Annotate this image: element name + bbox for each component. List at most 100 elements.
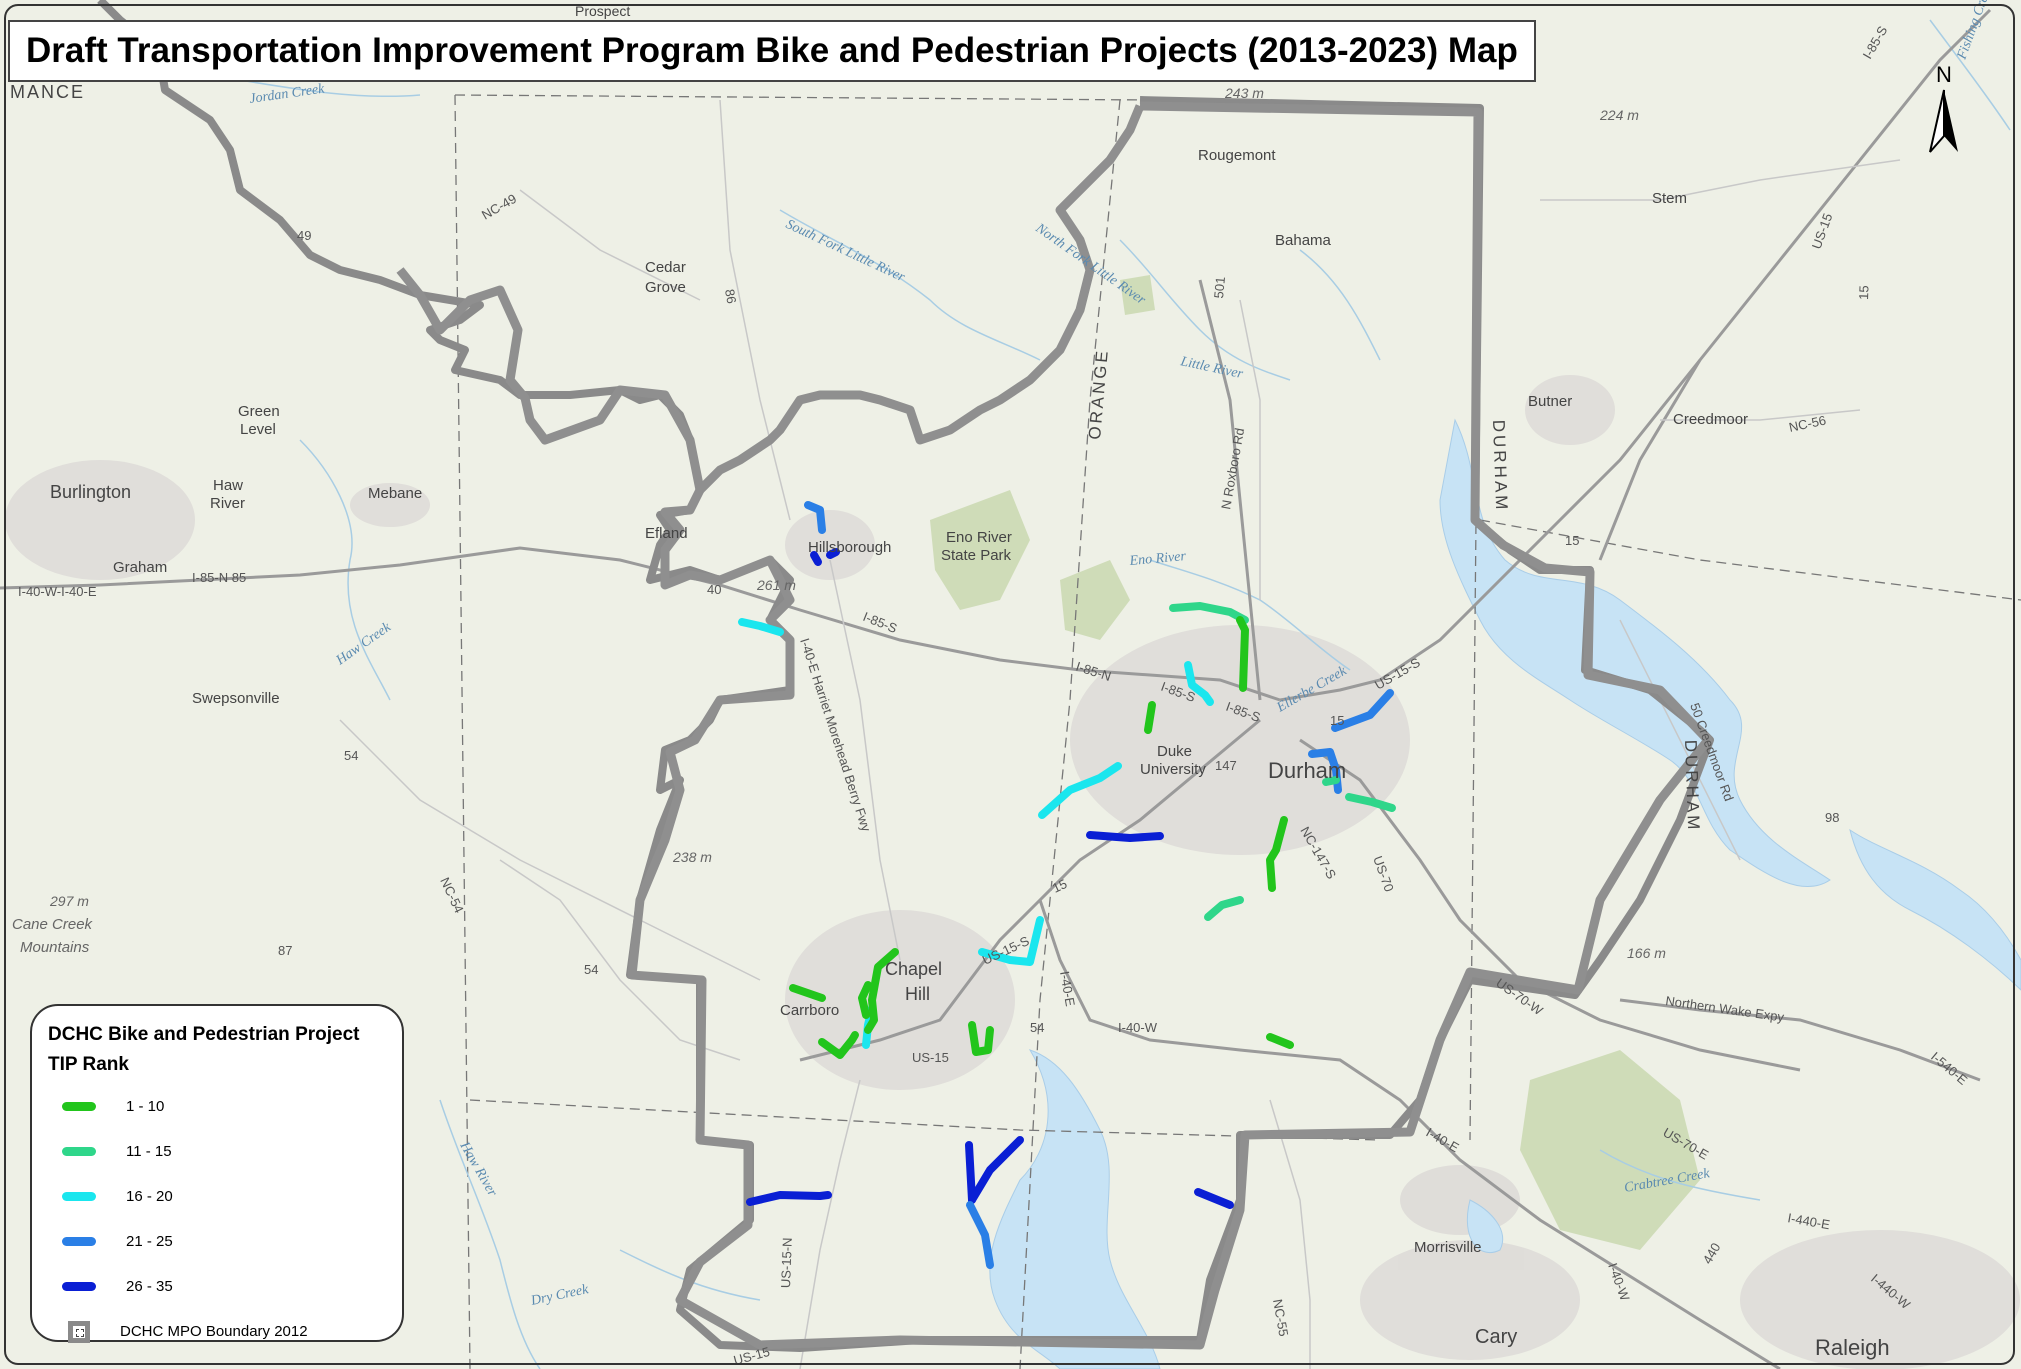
county-line-durham-east bbox=[1469, 107, 1481, 1141]
project-rank-16-20 bbox=[1038, 762, 1122, 819]
label-chapel: Chapel bbox=[885, 959, 942, 979]
label-501: 501 bbox=[1211, 276, 1228, 299]
label-creedmoor: Creedmoor bbox=[1673, 411, 1748, 428]
north-arrow-icon: N bbox=[1929, 62, 1958, 153]
legend-item-rank-1-10: 1 - 10 bbox=[48, 1084, 386, 1129]
project-rank-16-20 bbox=[1184, 661, 1214, 706]
project-rank-26-35 bbox=[1086, 831, 1164, 842]
stream-10 bbox=[1299, 249, 1381, 361]
label-147: 147 bbox=[1215, 758, 1237, 773]
elevation-labels: 243 m 224 m 261 m 238 m 297 m 166 m bbox=[49, 85, 1666, 961]
label-cary: Cary bbox=[1475, 1326, 1517, 1348]
falls-lake bbox=[1439, 418, 1831, 888]
label-stem: Stem bbox=[1652, 190, 1687, 207]
label-carrboro: Carrboro bbox=[780, 1002, 839, 1019]
label-elev-166: 166 m bbox=[1627, 945, 1666, 961]
minor-road-3 bbox=[829, 559, 901, 961]
label-eno-river: Eno River bbox=[946, 529, 1012, 546]
project-rank-26-35 bbox=[968, 1136, 1024, 1204]
legend-title-line1: DCHC Bike and Pedestrian Project bbox=[48, 1024, 360, 1045]
north-arrow: N bbox=[1920, 60, 1968, 161]
label-hill: Hill bbox=[905, 984, 930, 1004]
map-title: Draft Transportation Improvement Program… bbox=[26, 31, 1518, 70]
lake-3 bbox=[1466, 1199, 1504, 1253]
label-rougemont: Rougemont bbox=[1198, 147, 1276, 164]
road-i85-i40-west bbox=[0, 546, 1281, 702]
project-rank-21-25 bbox=[804, 501, 826, 534]
minor-road-2 bbox=[519, 189, 701, 301]
legend-swatch-16-20 bbox=[62, 1192, 96, 1201]
label-87: 87 bbox=[278, 943, 292, 958]
project-rank-1-10 bbox=[858, 981, 872, 1019]
legend-item-rank-21-25: 21 - 25 bbox=[48, 1219, 386, 1264]
major-roads bbox=[0, 8, 1992, 1369]
county-line-orange-durham bbox=[1019, 99, 1121, 1369]
legend-label-16-20: 16 - 20 bbox=[126, 1188, 173, 1205]
park-small bbox=[1120, 275, 1155, 315]
urban-morrisville bbox=[1400, 1165, 1520, 1235]
urban-butner bbox=[1525, 375, 1615, 445]
legend-swatch-11-15 bbox=[62, 1147, 96, 1156]
label-49: 49 bbox=[297, 228, 311, 243]
map-title-box: Draft Transportation Improvement Program… bbox=[8, 20, 1536, 82]
project-rank-1-10 bbox=[1266, 1033, 1294, 1049]
label-i40w-s: I-40-W bbox=[1118, 1020, 1158, 1035]
legend-label-1-10: 1 - 10 bbox=[126, 1098, 165, 1115]
label-elev-238: 238 m bbox=[672, 849, 712, 865]
jordan-lake bbox=[989, 1049, 1161, 1369]
north-arrow-label: N bbox=[1936, 62, 1952, 87]
label-prospect: Prospect bbox=[575, 3, 630, 19]
project-rank-26-35 bbox=[810, 551, 822, 566]
label-eno-river-water: Eno River bbox=[1128, 549, 1187, 569]
urban-durham bbox=[1070, 625, 1410, 855]
project-rank-1-10 bbox=[864, 948, 899, 1034]
label-elev-243: 243 m bbox=[1224, 85, 1264, 101]
road-butner bbox=[1598, 359, 1702, 561]
project-rank-11-15 bbox=[1345, 793, 1396, 812]
label-durham-city: Durham bbox=[1268, 758, 1346, 783]
road-us15-501 bbox=[799, 718, 1261, 1062]
legend-item-boundary: DCHC MPO Boundary 2012 bbox=[48, 1309, 386, 1354]
minor-road-9 bbox=[1269, 1099, 1311, 1369]
label-mebane: Mebane bbox=[368, 485, 422, 502]
legend: DCHC Bike and Pedestrian Project TIP Ran… bbox=[30, 1004, 404, 1343]
minor-road-1 bbox=[719, 99, 791, 521]
project-rank-26-35 bbox=[746, 1191, 832, 1206]
legend-title-line2: TIP Rank bbox=[48, 1054, 129, 1075]
label-durham-county-2: DURHAM bbox=[1681, 739, 1703, 832]
stream-3 bbox=[239, 79, 421, 98]
umstead-park bbox=[1520, 1050, 1700, 1250]
minor-road-6 bbox=[799, 1079, 861, 1369]
project-rank-21-25 bbox=[966, 1201, 994, 1269]
label-15c: 15 bbox=[1050, 876, 1069, 896]
label-86: 86 bbox=[722, 288, 739, 305]
label-butner: Butner bbox=[1528, 393, 1572, 410]
label-i40w: I-40-W-I-40-E bbox=[18, 584, 97, 599]
label-graham: Graham bbox=[113, 559, 167, 576]
label-us15n: US-15-N bbox=[778, 1237, 795, 1288]
place-labels: Prospect MANCE Rougemont Bahama Stem Ced… bbox=[10, 3, 1890, 1360]
project-rank-1-10 bbox=[789, 984, 826, 1002]
label-state-park: State Park bbox=[941, 547, 1012, 564]
project-rank-1-10 bbox=[1266, 816, 1288, 892]
label-efland: Efland bbox=[645, 525, 688, 542]
road-i40-south bbox=[1038, 899, 1781, 1369]
urban-raleigh bbox=[1740, 1230, 2020, 1369]
label-15b: 15 bbox=[1330, 713, 1344, 728]
legend-item-rank-26-35: 26 - 35 bbox=[48, 1264, 386, 1309]
label-green: Green bbox=[238, 403, 280, 420]
label-bahama: Bahama bbox=[1275, 232, 1332, 249]
minor-road-4 bbox=[339, 719, 761, 981]
project-lines bbox=[738, 501, 1396, 1269]
label-i440: I-440-E bbox=[1786, 1210, 1831, 1232]
label-raleigh: Raleigh bbox=[1815, 1335, 1890, 1360]
water-bodies bbox=[989, 418, 2021, 1369]
minor-roads bbox=[339, 99, 1901, 1369]
road-us70 bbox=[1299, 738, 1801, 1072]
label-i85n85: I-85-N 85 bbox=[192, 570, 246, 585]
stream-9 bbox=[1929, 19, 2011, 131]
minor-road-11 bbox=[1540, 159, 1901, 201]
label-burlington: Burlington bbox=[50, 482, 131, 502]
road-i85-northeast bbox=[1279, 8, 1992, 702]
label-mountains: Mountains bbox=[20, 939, 90, 956]
